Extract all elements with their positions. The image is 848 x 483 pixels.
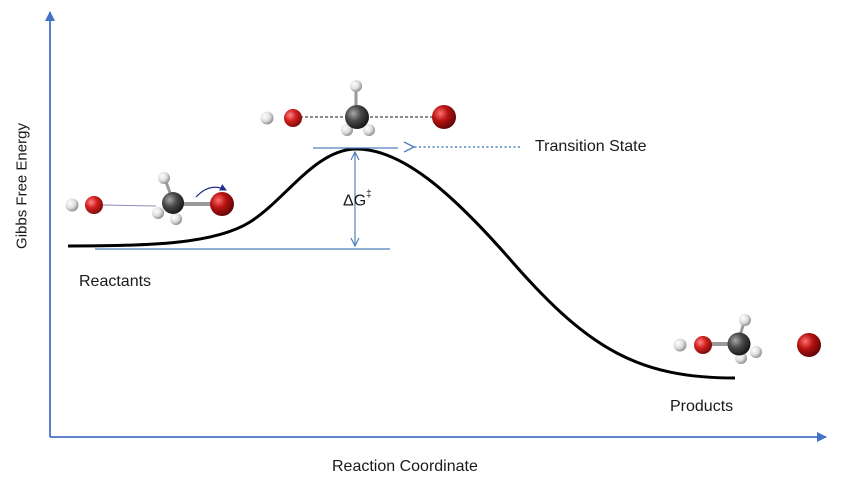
oxygen-atom [85, 196, 103, 214]
transition-state-label: Transition State [535, 138, 647, 155]
oxygen-atom [284, 109, 302, 127]
hydrogen-atom [363, 124, 375, 136]
hydrogen-atom [739, 314, 751, 326]
y-axis-label: Gibbs Free Energy [13, 123, 31, 249]
hydrogen-atom [341, 124, 353, 136]
hydrogen-atom [350, 80, 362, 92]
product-molecules [673, 314, 821, 364]
products-label: Products [670, 398, 734, 415]
carbon-atom [345, 105, 369, 129]
carbon-atom [727, 332, 751, 356]
activation-energy-label: ΔG‡ [343, 189, 372, 210]
hydrogen-atom [750, 346, 762, 358]
transition-state-molecule [260, 80, 456, 136]
energy-curve [67, 147, 736, 380]
bromine-atom [432, 105, 456, 129]
hydrogen-atom [260, 111, 274, 125]
hydrogen-atom [158, 172, 170, 184]
hydrogen-atom [673, 338, 687, 352]
delta-g-text: ΔG [343, 192, 367, 210]
bromide-ion [797, 333, 821, 357]
hydrogen-atom [170, 213, 182, 225]
hydrogen-atom [65, 198, 79, 212]
reactants-label: Reactants [79, 273, 152, 290]
double-dagger-superscript: ‡ [366, 189, 372, 200]
reactant-molecules [65, 172, 234, 225]
bromine-atom [210, 192, 234, 216]
carbon-atom [162, 192, 184, 214]
oxygen-atom [694, 336, 712, 354]
hydrogen-atom [152, 207, 164, 219]
x-axis-label: Reaction Coordinate [332, 458, 478, 475]
